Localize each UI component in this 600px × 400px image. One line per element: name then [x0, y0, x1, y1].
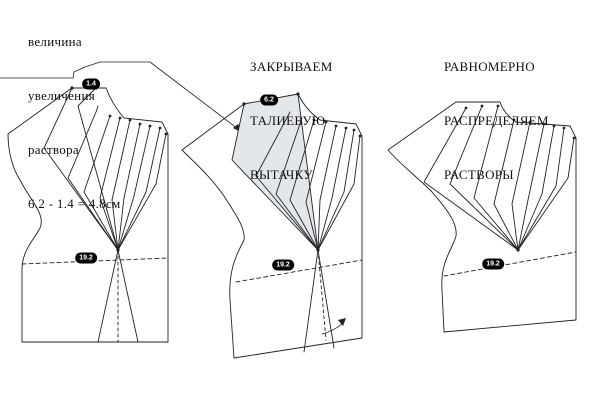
caption-middle-line-3: ВЫТАЧКУ [250, 167, 313, 182]
right-depth-badge: 19.2 [482, 258, 504, 270]
caption-middle-line-2: ТАЛИЕВУЮ [250, 113, 326, 128]
caption-right: РАВНОМЕРНО РАСПРЕДЕЛЯЕМ РАСТВОРЫ [444, 22, 549, 220]
panel-2-bust-line [235, 259, 363, 283]
panel-2-cut-1 [255, 111, 319, 251]
panel-3-cut-4 [493, 119, 519, 251]
middle-dart-badge: 6.2 [260, 94, 278, 106]
panel-3-cut-8 [517, 127, 565, 251]
panel-2-cut-2 [275, 117, 319, 251]
panel-2-dart-edge-1 [231, 103, 319, 251]
panel-1-cut-7 [117, 127, 161, 251]
panel-3-cut-6 [517, 123, 545, 251]
panel-1-outline [7, 87, 169, 343]
leader-line [0, 61, 247, 136]
panel-2-cut-7 [317, 129, 355, 251]
caption-left-line-4: 6.2 - 1.4 = 4.8см [28, 196, 121, 211]
panel-1-cut-1 [67, 105, 119, 251]
panel-3-cut-9 [517, 137, 575, 251]
panel-2-cut-5 [317, 125, 337, 251]
panel-1-cut-4 [111, 119, 131, 251]
caption-left-line-3: раствора [28, 142, 79, 157]
panel-3-cut-1 [423, 107, 519, 251]
panel-2-cut-8 [317, 135, 361, 251]
panel-1-cut-6 [117, 125, 151, 251]
caption-right-line-1: РАВНОМЕРНО [444, 59, 535, 74]
panel-1-cut-8 [117, 133, 167, 251]
panel-2-pattern [181, 93, 363, 359]
panel-2-outline [181, 93, 363, 359]
caption-left-line-2: увеличения [28, 88, 95, 103]
panel-3-outline [387, 101, 577, 333]
middle-depth-badge: 19.2 [272, 259, 294, 271]
panel-2-cut-4 [305, 121, 327, 251]
caption-right-line-3: РАСТВОРЫ [444, 167, 514, 182]
caption-left-line-1: величина [28, 34, 82, 49]
panel-3-cut-2 [449, 105, 519, 251]
caption-right-line-2: РАСПРЕДЕЛЯЕМ [444, 113, 549, 128]
panel-1-cut-5 [117, 123, 141, 251]
panel-3-cut-7 [517, 125, 555, 251]
left-depth-badge: 19.2 [75, 252, 97, 264]
caption-middle: ЗАКРЫВАЕМ ТАЛИЕВУЮ ВЫТАЧКУ [250, 22, 333, 220]
panel-3-cut-5 [511, 121, 531, 251]
panel-2-cut-6 [317, 127, 347, 251]
panel-3-bust-line [443, 251, 577, 277]
caption-middle-line-1: ЗАКРЫВАЕМ [250, 59, 333, 74]
panel-3-cut-3 [473, 105, 519, 251]
panel-2-cut-3 [289, 119, 319, 251]
left-dart-badge: 1.4 [82, 78, 100, 90]
caption-left: величина увеличения раствора 6.2 - 1.4 =… [28, 0, 121, 249]
panel-1-cut-2 [83, 115, 119, 251]
panel-3-pattern [387, 101, 577, 333]
panel-1-cut-3 [99, 117, 121, 251]
